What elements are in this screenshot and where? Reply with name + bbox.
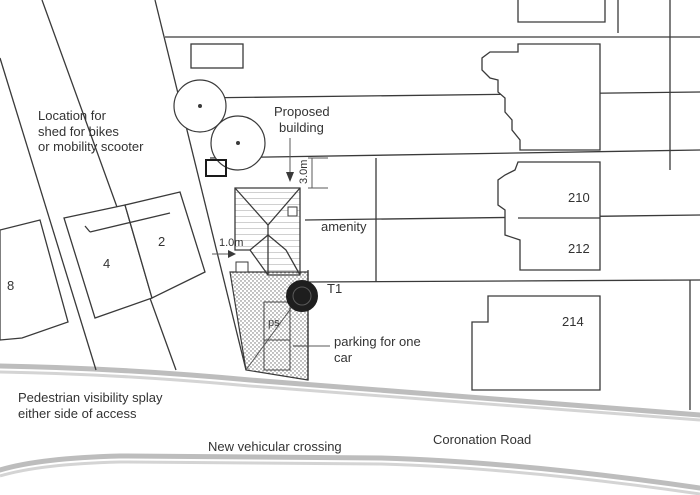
building-divider: [84, 225, 91, 233]
amenity-label: amenity: [321, 219, 367, 234]
house-number-214: 214: [562, 314, 584, 329]
roof-ridge: [249, 234, 301, 276]
tree-trunk: [198, 104, 202, 108]
road-kerb-lower-inner: [0, 460, 700, 495]
tree-t1-ring: [292, 286, 312, 306]
road-kerb-upper-inner: [0, 370, 700, 422]
dimension-1m-label: 1.0m: [219, 237, 243, 249]
building-outline: [517, 0, 606, 23]
boundary-line: [154, 0, 247, 371]
arrowhead: [228, 250, 236, 258]
house-number-8: 8: [7, 278, 14, 293]
building-outline: [471, 295, 601, 391]
roof-window: [287, 206, 298, 217]
boundary-line: [41, 0, 177, 371]
arrowhead: [286, 172, 294, 182]
boundary-line: [0, 57, 97, 371]
proposed-building-label-line2: building: [279, 120, 324, 135]
building-outline: [481, 43, 601, 151]
boundary-line: [304, 214, 700, 221]
house-number-210: 210: [568, 190, 590, 205]
building-divider: [89, 212, 171, 233]
shed-label-line3: or mobility scooter: [38, 139, 144, 154]
house-number-2: 2: [158, 234, 165, 249]
crossing-label: New vehicular crossing: [208, 439, 342, 454]
shed-box: [205, 159, 227, 177]
road-name-label: Coronation Road: [433, 432, 531, 447]
parking-space-outline: [263, 301, 291, 371]
shed-label-line1: Location for: [38, 108, 107, 123]
road-kerb-upper: [0, 363, 700, 418]
boundary-line: [209, 149, 700, 159]
dimension-3m-label: 3.0m: [298, 160, 310, 184]
house-number-4: 4: [103, 256, 110, 271]
boundary-line: [304, 279, 700, 283]
tree-t1-label: T1: [327, 281, 342, 296]
porch: [235, 261, 249, 273]
outbuilding: [190, 43, 244, 69]
visibility-label-line2: either side of access: [18, 406, 137, 421]
parking-space-label: ps: [268, 317, 280, 329]
visibility-label-line1: Pedestrian visibility splay: [18, 390, 163, 405]
building-outline: [0, 219, 69, 341]
tree-t1: [286, 280, 318, 312]
tree-trunk: [236, 141, 240, 145]
building-outline: [497, 161, 601, 271]
road-kerb-lower: [0, 453, 700, 491]
house-number-212: 212: [568, 241, 590, 256]
parking-label-line2: car: [334, 350, 353, 365]
parking-label-line1: parking for one: [334, 334, 421, 349]
proposed-building-label-line1: Proposed: [274, 104, 330, 119]
boundary-line: [194, 91, 700, 99]
shed-label-line2: shed for bikes: [38, 124, 119, 139]
